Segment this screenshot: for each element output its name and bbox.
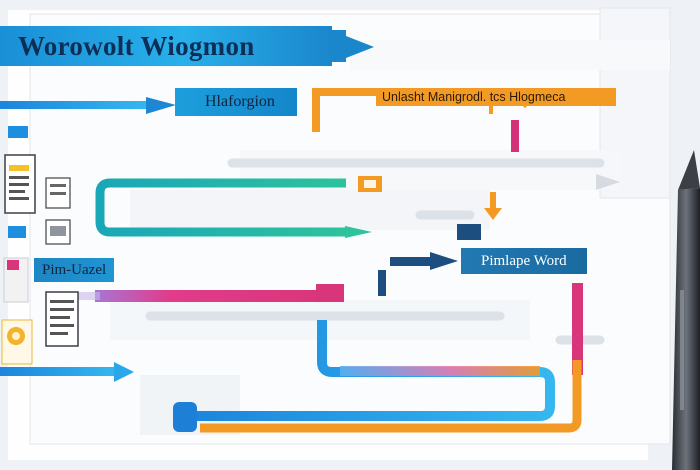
title-arrow (330, 30, 374, 62)
stylus-pen-icon (672, 150, 700, 470)
teal-loop (95, 178, 372, 238)
bookmark-icon (3, 257, 79, 347)
orange-down-arrow (484, 192, 502, 220)
magenta-vertical (572, 283, 583, 375)
faint-left-bar (60, 292, 100, 300)
document-icon (4, 154, 36, 214)
pimlape-word-label: Pimlape Word (461, 248, 587, 274)
folder-icon (8, 126, 28, 238)
small-orange-box (358, 176, 382, 192)
blue-arrow-bottom (0, 362, 134, 382)
orange-frame (200, 360, 582, 433)
orange-step-label: Unlasht Manigrodl. tcs Hlogmeca (376, 88, 616, 106)
file-icon (45, 177, 71, 245)
diagram-title: Worowolt Wiogmon (0, 26, 332, 66)
blue-arrow-top (0, 97, 176, 114)
badge-icon (1, 319, 33, 365)
pim-uazel-label: Pim-Uazel (34, 258, 114, 282)
bottom-gradient-stripe (340, 366, 540, 376)
faint-arrowhead (596, 174, 620, 190)
hlaforgion-label: Hlaforgion (175, 88, 297, 116)
blue-loop (173, 320, 555, 432)
navy-connector (378, 224, 481, 296)
magenta-bar (95, 284, 344, 302)
